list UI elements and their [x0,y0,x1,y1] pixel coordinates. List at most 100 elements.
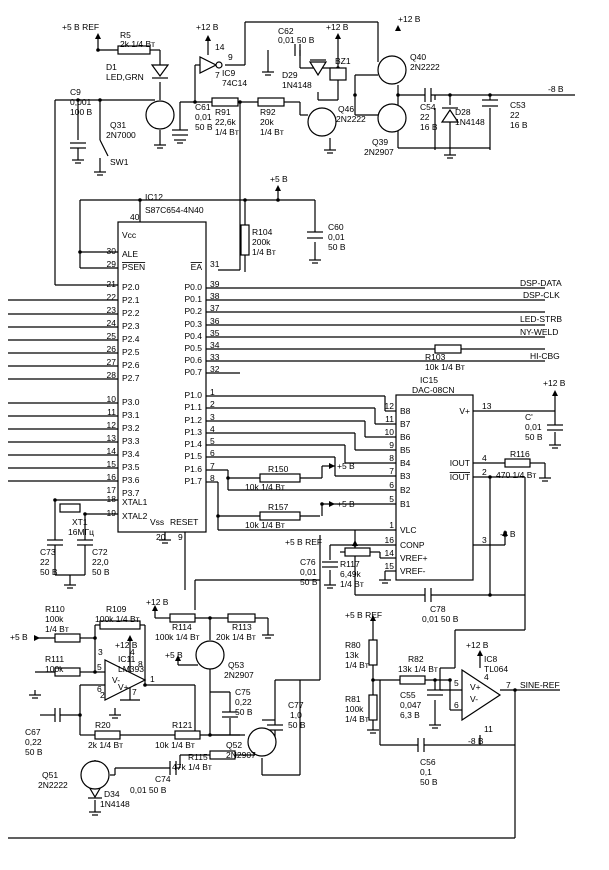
c53-value: 22 [510,110,520,120]
ic8-ref: IC8 [484,654,498,664]
ic12-vss-pin: 20 [156,532,166,542]
r114-value: 100k 1/4 Bт [155,632,200,642]
signal-dsp-clk: DSP-CLK [523,290,560,300]
c54-ref: C54 [420,102,436,112]
r150-ref: R150 [268,464,289,474]
r115-value: 47k 1/4 Bт [172,762,212,772]
r111-ref: R111 [45,654,64,664]
ic12-pin-name-p2-6: P2.6 [122,360,140,370]
ground-symbols [29,71,561,816]
dac-pin-number: 6 [389,480,394,490]
r109-value: 100k 1/4 Bт [95,614,140,624]
ic15-body [395,394,474,581]
dac-pin-number: 11 [385,414,394,424]
q31-ref: Q31 [110,120,126,130]
ic12-pin-number: 16 [107,472,117,482]
c61-voltage: 50 B [195,122,213,132]
ic12-pin-name-p3-7: P3.7 [122,488,140,498]
r92-resistor [257,97,285,107]
q39-ref: Q39 [372,137,388,147]
ic12-pin-name-p2-3: P2.3 [122,321,140,331]
supply-label-12v-ic11: +12 B [115,640,138,650]
ic12-pin-number: 31 [210,259,220,269]
supply-label-5v-r110: +5 B [10,632,28,642]
ic12-reset-pin: 9 [178,532,183,542]
r150-resistor [259,473,301,483]
r114-resistor [169,613,196,623]
dac-pin-name-iout: IOUT [450,458,470,468]
r115-ref: R115 [188,752,208,762]
dac-pin-name-vref: VREF+ [400,553,428,563]
q40-type: 2N2222 [410,62,440,72]
d1-ref: D1 [106,62,117,72]
r109-ref: R109 [106,604,127,614]
ic12-pin-name-p0-4: P0.4 [185,331,203,341]
xt1-crystal [59,503,81,513]
c67-value: 0,22 [25,737,42,747]
ic12-ref: IC12 [145,192,163,202]
q53-transistor [195,640,225,670]
r116-value: 470 1/4 Bт [496,470,536,480]
ic12-pin-number: 2 [210,399,215,409]
ic8-vplus: V+ [470,682,481,692]
r115-resistor [209,750,236,760]
q39-type: 2N2907 [364,147,394,157]
ic12-pin-number: 28 [107,370,117,380]
c54-voltage: 16 B [420,122,438,132]
ic12-pin-name-p0-7: P0.7 [185,367,203,377]
q53-type: 2N2907 [224,670,254,680]
r117-value: 6,49k [340,569,362,579]
ic12-pin-name-p1-2: P1.2 [185,415,203,425]
dac-pin-number: 12 [385,401,395,411]
ic12-pin-number: 35 [210,328,220,338]
dac-pin-name-b5: B5 [400,445,411,455]
r116-resistor [504,458,531,468]
ic12-pin-number: 38 [210,291,220,301]
ic12-pin-number: 15 [107,459,117,469]
ic8-opamp [461,668,502,722]
c55-value: 0,047 [400,700,422,710]
q52-ref: Q52 [226,740,242,750]
ic12-pin-number: 36 [210,316,220,326]
r92-value: 20k [260,117,274,127]
dac-pin-name-conp: CONP [400,540,425,550]
r110-value: 100k [45,614,64,624]
c55-ref: C55 [400,690,416,700]
ic12-pin-name-p2-2: P2.2 [122,308,140,318]
r103-resistor [434,344,462,354]
r103-ref: R103 [425,352,446,362]
q40-transistor [377,55,407,85]
dac-pin-name-vref: VREF- [400,566,426,576]
ic12-pin-number: 19 [107,508,117,518]
c67-ref: C67 [25,727,41,737]
c9-ref: C9 [70,87,81,97]
supply-arrows [34,25,558,661]
r82-resistor [399,675,426,685]
ic12-pin-name-p1-6: P1.6 [185,464,203,474]
r157-value: 10k 1/4 Bт [245,520,285,530]
c73-value: 22 [40,557,50,567]
dac-pin-name-b1: B1 [400,499,411,509]
ic12-pin-number: 18 [107,494,117,504]
ic12-pin-number: 24 [107,318,117,328]
q46-transistor [307,107,337,137]
ic12-pin-number: 7 [210,461,215,471]
r117-power: 1/4 Bт [340,579,364,589]
dac-pin-number: 2 [482,467,487,477]
ic11-pin7: 7 [132,687,137,697]
ic8-pin11: 11 [484,724,493,734]
r80-resistor [368,639,378,666]
q46-type: 2N2222 [336,114,366,124]
dac-pin-number: 13 [482,401,492,411]
ic12-pin-name-p2-7: P2.7 [122,373,140,383]
d29-ref: D29 [282,70,298,80]
supply-label-5v-ref-top: +5 B REF [62,22,99,32]
capacitor-symbols [47,44,563,775]
c67-voltage: 50 B [25,747,43,757]
dac-pin-name-iout: IOUT [450,472,470,482]
ic12-pin-number: 32 [210,364,220,374]
ic12-pin-name-p1-4: P1.4 [185,439,203,449]
ic12-pin-name-p3-6: P3.6 [122,475,140,485]
